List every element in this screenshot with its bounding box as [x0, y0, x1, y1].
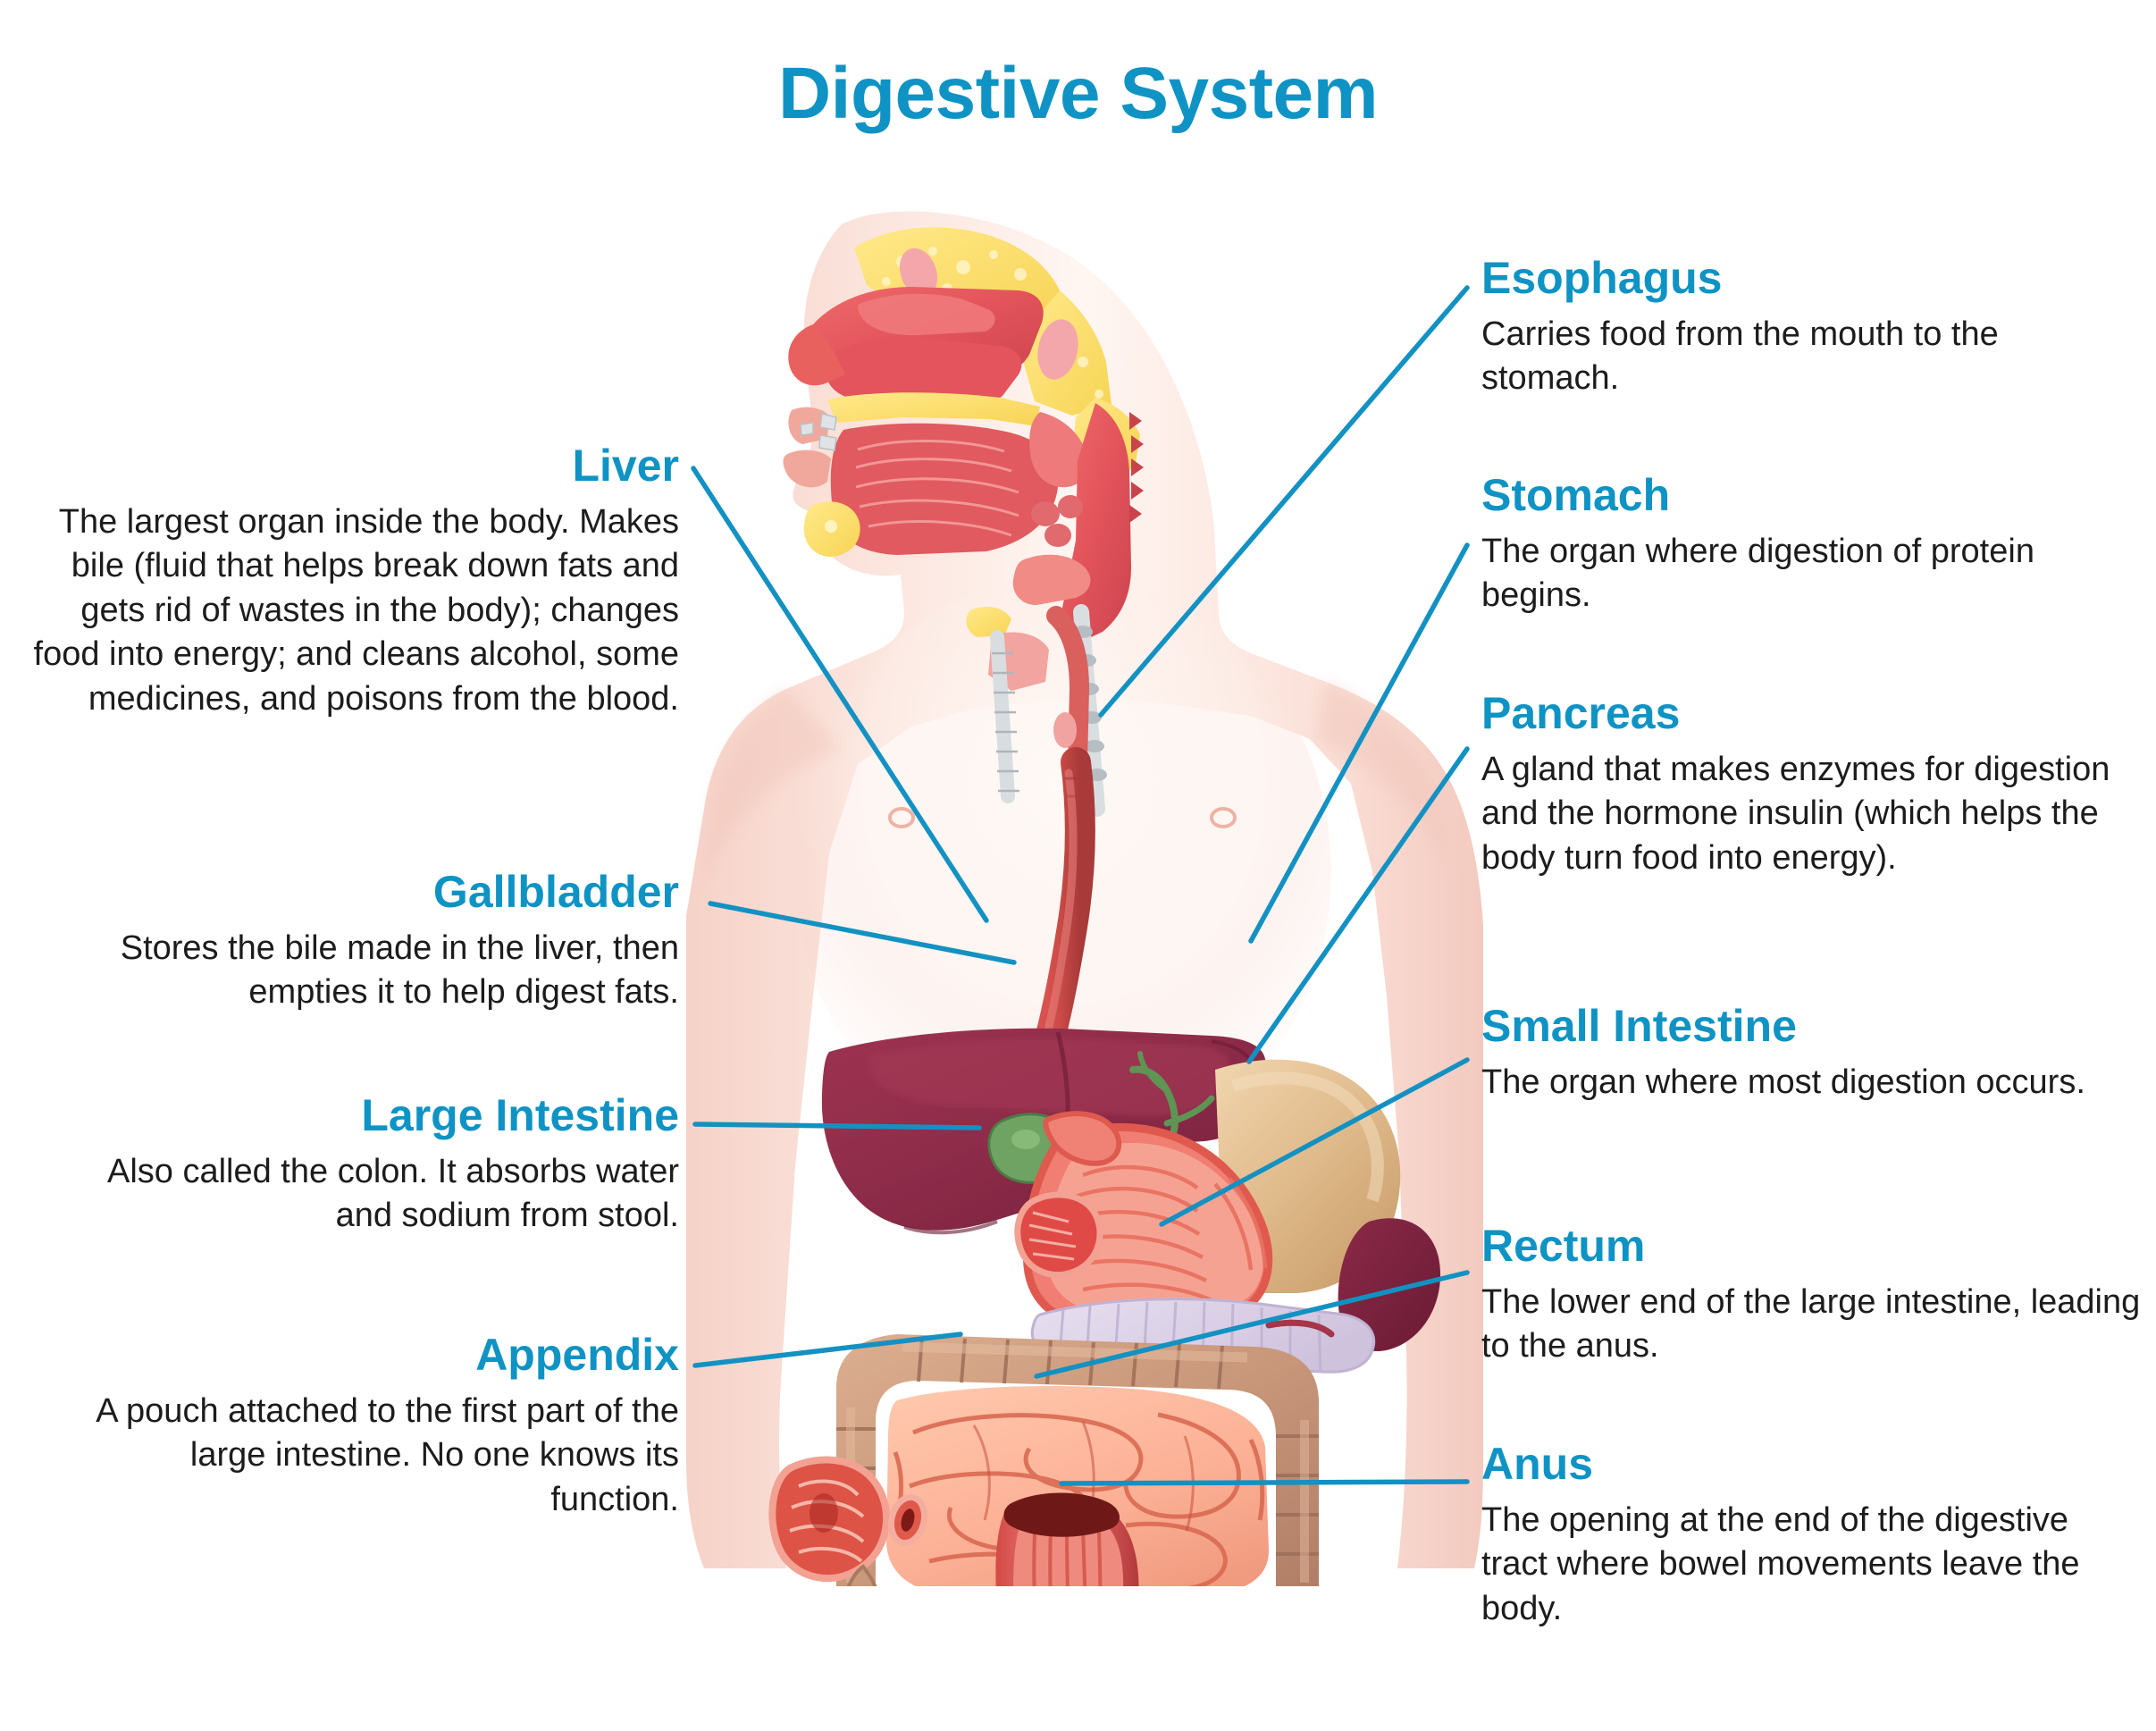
tonsil-nodes — [1031, 495, 1083, 547]
heading-stomach: Stomach — [1481, 470, 1671, 520]
nasal-turbinate-lower — [826, 337, 1022, 410]
heading-pancreas: Pancreas — [1481, 688, 1681, 738]
soft-palate — [1029, 412, 1088, 488]
description-anus: The opening at the end of the digestive … — [1481, 1501, 2080, 1627]
description-rectum: The lower end of the large intestine, le… — [1481, 1283, 2141, 1365]
cardia — [1043, 1111, 1122, 1166]
lower-lip — [783, 450, 831, 488]
label-block-stomach: Stomach The organ where digestion of pro… — [1481, 472, 2134, 618]
epiglottis — [1012, 554, 1091, 605]
description-stomach: The organ where digestion of protein beg… — [1481, 533, 2034, 615]
appendix — [846, 1564, 877, 1586]
label-block-small-intestine: Small Intestine The organ where most dig… — [1481, 1003, 2143, 1105]
heading-large-intestine: Large Intestine — [361, 1090, 679, 1140]
label-block-gallbladder: Gallbladder Stores the bile made in the … — [54, 869, 679, 1015]
description-liver: The largest organ inside the body. Makes… — [33, 503, 679, 718]
label-block-pancreas: Pancreas A gland that makes enzymes for … — [1481, 690, 2143, 880]
hard-palate — [827, 392, 1040, 426]
description-large-intestine: Also called the colon. It absorbs water … — [106, 1153, 679, 1235]
label-block-esophagus: Esophagus Carries food from the mouth to… — [1481, 255, 2134, 401]
teeth — [800, 413, 837, 451]
nasal-turbinate-upper — [858, 293, 995, 336]
heading-gallbladder: Gallbladder — [432, 867, 679, 917]
sphenoid-sinus-cavity — [899, 248, 938, 298]
label-block-liver: Liver The largest organ inside the body.… — [18, 442, 679, 721]
ethmoid-sinus-cavity — [1037, 319, 1078, 380]
rectum-lumen — [1003, 1492, 1120, 1537]
heading-small-intestine: Small Intestine — [1481, 1001, 1797, 1051]
description-esophagus: Carries food from the mouth to the stoma… — [1481, 315, 1999, 398]
duodenum-villi — [1028, 1211, 1077, 1261]
esophagus — [1032, 747, 1095, 1063]
description-gallbladder: Stores the bile made in the liver, then … — [120, 929, 679, 1012]
heading-rectum: Rectum — [1481, 1221, 1646, 1271]
nipple-right — [1210, 807, 1237, 828]
trachea — [990, 630, 1019, 803]
heading-anus: Anus — [1481, 1439, 1593, 1489]
duodenum-cross-section — [1014, 1191, 1103, 1278]
description-small-intestine: The organ where most digestion occurs. — [1481, 1063, 2085, 1101]
mandible-marrow — [825, 520, 837, 533]
rectal-columns — [1032, 1525, 1103, 1586]
cecum-and-appendix — [768, 1456, 928, 1586]
ileocecal-lumen — [901, 1508, 915, 1532]
nose-tip — [788, 324, 845, 386]
description-appendix: A pouch attached to the first part of th… — [96, 1392, 679, 1518]
tongue — [830, 423, 1059, 555]
label-block-rectum: Rectum The lower end of the large intest… — [1481, 1223, 2143, 1369]
label-block-anus: Anus The opening at the end of the diges… — [1481, 1441, 2143, 1631]
page-title: Digestive System — [777, 53, 1379, 134]
heading-appendix: Appendix — [475, 1330, 679, 1380]
label-block-appendix: Appendix A pouch attached to the first p… — [54, 1332, 679, 1522]
cecum-lumen — [810, 1493, 838, 1533]
heading-esophagus: Esophagus — [1481, 253, 1723, 303]
esophagus-cervical — [1046, 606, 1090, 774]
description-pancreas: A gland that makes enzymes for digestion… — [1481, 751, 2110, 877]
label-block-large-intestine: Large Intestine Also called the colon. I… — [54, 1092, 679, 1239]
rectum-and-anus — [995, 1492, 1139, 1586]
vessel-cross-section — [1053, 712, 1077, 748]
gallbladder-highlight — [1011, 1130, 1040, 1149]
heading-liver: Liver — [572, 441, 679, 491]
digestive-system-illustration — [679, 192, 1483, 1586]
